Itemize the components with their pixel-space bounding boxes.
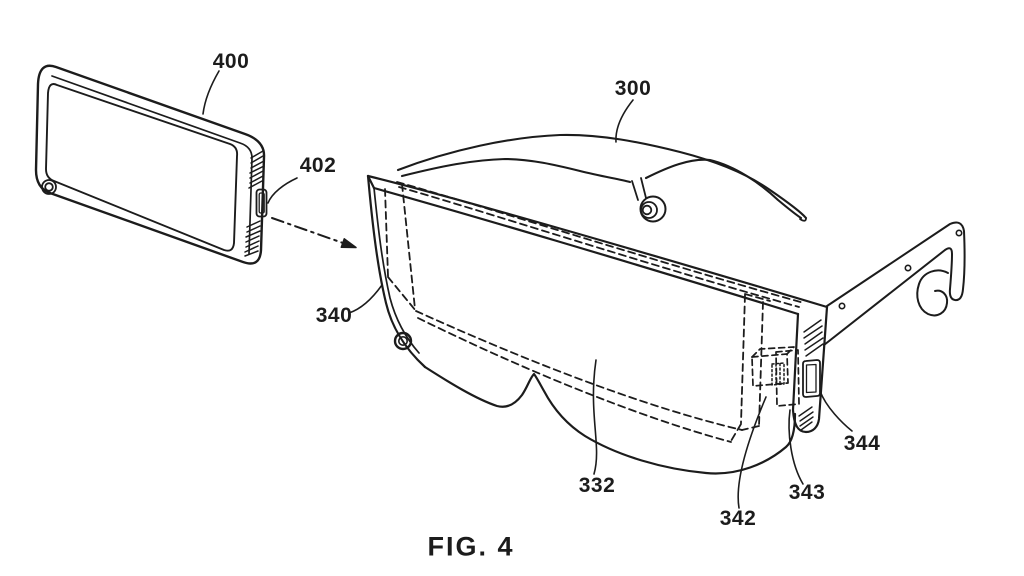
insertion-arrow-shaft <box>271 217 344 244</box>
hidden-connector-pins <box>771 362 785 386</box>
phone-speaker-hatch-upper <box>248 150 265 189</box>
insertion-arrow <box>271 217 357 249</box>
phone-home-button-inner <box>44 182 54 192</box>
visor-end-cap <box>791 305 829 434</box>
phone-speaker-hatch-lower <box>244 220 261 257</box>
visor-bottom-edge <box>423 365 797 475</box>
far-temple-arc <box>396 133 808 222</box>
phone-body-outline <box>34 64 266 265</box>
leader-402 <box>267 177 298 204</box>
visor-top-band <box>366 174 829 316</box>
headset-illustration <box>366 133 966 475</box>
phone-bezel-line <box>51 75 253 255</box>
leader-332 <box>592 359 598 475</box>
leader-343 <box>788 409 804 485</box>
ear-hook <box>916 269 949 317</box>
hidden-connector-342 <box>751 346 795 387</box>
figure-caption: FIG. 4 <box>427 531 515 562</box>
part-label-342: 342 <box>719 507 757 530</box>
leader-lines <box>202 70 853 509</box>
leader-300 <box>615 99 634 143</box>
part-label-300: 300 <box>614 77 652 100</box>
leader-400 <box>202 70 220 115</box>
right-temple-arm <box>823 221 966 346</box>
port-344 <box>802 359 821 398</box>
end-cap-vent-hatch-upper <box>803 319 824 357</box>
insertion-arrow-head <box>340 238 357 249</box>
temple-screws <box>838 229 963 310</box>
headset-camera-inner <box>397 335 408 346</box>
leader-344 <box>819 390 853 432</box>
end-cap-vent-hatch-lower <box>798 406 814 431</box>
part-label-344: 344 <box>843 432 881 455</box>
part-label-340: 340 <box>315 304 353 327</box>
phone-illustration <box>34 64 268 265</box>
part-label-332: 332 <box>578 474 616 497</box>
phone-home-button-icon <box>41 179 57 195</box>
part-label-402: 402 <box>299 154 337 177</box>
leader-342 <box>737 396 767 509</box>
earbud <box>631 177 667 223</box>
part-label-400: 400 <box>212 50 250 73</box>
leader-340 <box>348 284 383 314</box>
phone-screen-outline <box>45 83 239 252</box>
phone-connector-402 <box>255 188 268 218</box>
headset-camera-icon <box>393 331 413 351</box>
part-label-343: 343 <box>788 481 826 504</box>
hidden-receptacle-343 <box>775 349 800 407</box>
hidden-slot-and-cavity <box>384 181 805 443</box>
